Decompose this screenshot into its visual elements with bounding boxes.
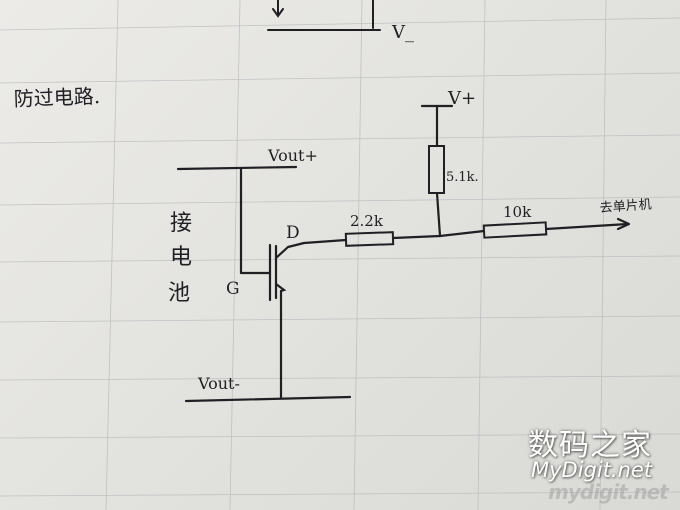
battery-side-label-1: 接 [170,211,192,236]
mosfet-symbol [268,243,287,302]
drain-label: D [286,223,300,243]
vout-minus-label: Vout- [197,374,240,393]
resistor-5k1 [428,145,445,194]
resistor-2k2 [344,231,395,247]
v-plus-label: V+ [447,88,476,109]
resistor-5k1-label: 5.1k. [446,170,479,185]
page-title: 防过电路. [13,84,100,111]
watermark-logo: mydigit.net [548,480,669,504]
battery-side-label-2: 电 [170,245,192,270]
output-destination-label: 去单片机 [599,197,652,216]
gate-label: G [226,279,240,299]
battery-side-label-3: 池 [168,281,190,306]
circuit-wires [176,104,631,403]
previous-sketch-fragment [267,0,381,31]
resistor-2k2-label: 2.2k [350,212,384,230]
resistor-10k-label: 10k [503,203,532,221]
resistor-10k [482,221,548,239]
watermark-en: MyDigit.net [531,458,653,482]
watermark-cn: 数码之家 [528,428,652,463]
vout-plus-label: Vout+ [267,146,318,165]
v-minus-top-label: V_ [391,22,414,43]
